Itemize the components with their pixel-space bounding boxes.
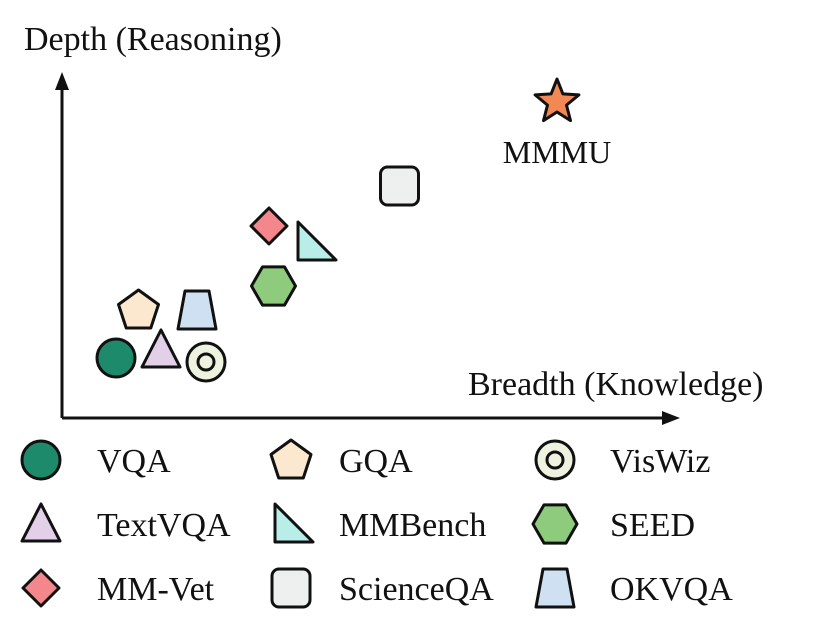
legend-item-okvqa: OKVQA	[534, 567, 733, 609]
legend-marker-vqa	[20, 439, 62, 481]
legend-label-textvqa: TextVQA	[97, 507, 231, 544]
point-vqa	[95, 337, 137, 379]
legend-marker-gqa	[269, 438, 313, 480]
legend-label-mmbench: MMBench	[339, 507, 486, 544]
legend-item-mm-vet: MM-Vet	[21, 568, 215, 608]
point-label-mmmu: MMMU	[503, 134, 611, 170]
point-seed	[250, 265, 297, 307]
data-points: MMMU	[95, 77, 611, 383]
point-mm-vet	[249, 206, 289, 246]
legend-item-seed: SEED	[531, 503, 695, 545]
legend-label-viswiz: VisWiz	[610, 443, 710, 480]
legend-item-vqa: VQA	[20, 439, 171, 481]
legend-marker-okvqa	[534, 567, 576, 609]
axes: Depth (Reasoning) Breadth (Knowledge)	[24, 21, 764, 425]
legend-marker-mm-vet	[21, 568, 61, 608]
y-axis-label: Depth (Reasoning)	[24, 21, 282, 58]
legend-label-gqa: GQA	[339, 443, 413, 480]
y-axis-arrow	[55, 72, 69, 90]
legend-marker-scienceqa	[270, 567, 312, 609]
point-textvqa	[140, 328, 182, 369]
legend-item-viswiz: VisWiz	[534, 439, 710, 481]
x-axis-arrow	[662, 411, 680, 425]
legend-marker-viswiz	[534, 439, 576, 481]
legend-marker-seed	[531, 503, 579, 545]
legend-label-vqa: VQA	[97, 443, 171, 480]
point-gqa	[117, 288, 160, 330]
legend-item-textvqa: TextVQA	[20, 502, 231, 544]
legend-label-okvqa: OKVQA	[610, 571, 733, 608]
legend-item-scienceqa: ScienceQA	[270, 567, 494, 609]
point-mmmu	[533, 77, 581, 123]
legend-marker-textvqa	[20, 502, 62, 543]
legend-marker-mmbench	[273, 502, 315, 544]
legend-item-gqa: GQA	[269, 438, 413, 480]
point-okvqa	[176, 289, 218, 331]
legend-label-seed: SEED	[610, 507, 695, 544]
legend-label-mm-vet: MM-Vet	[97, 571, 215, 608]
point-scienceqa	[379, 165, 420, 207]
legend-item-mmbench: MMBench	[273, 502, 486, 544]
legend-label-scienceqa: ScienceQA	[339, 571, 494, 608]
x-axis-label: Breadth (Knowledge)	[468, 366, 764, 403]
point-mmbench	[296, 220, 338, 262]
point-viswiz	[185, 341, 227, 383]
